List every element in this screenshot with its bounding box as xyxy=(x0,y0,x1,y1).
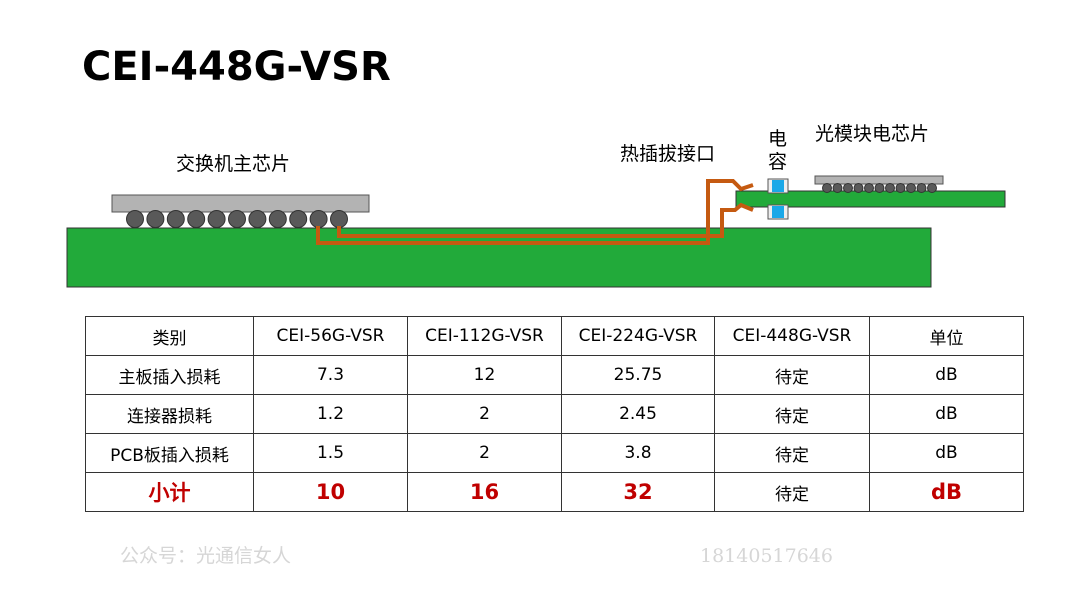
solder-ball xyxy=(885,183,895,193)
table-cell: 2 xyxy=(407,433,562,473)
switch-chip-solder-balls xyxy=(126,210,348,228)
signal-path-diagram xyxy=(66,175,1006,288)
solder-ball xyxy=(146,210,165,228)
table-cell: 2.45 xyxy=(561,394,715,434)
solder-ball xyxy=(166,210,185,228)
solder-ball xyxy=(906,183,916,193)
table-cell: 单位 xyxy=(869,316,1024,356)
solder-ball xyxy=(309,210,328,228)
table-cell: CEI-56G-VSR xyxy=(253,316,408,356)
solder-ball xyxy=(895,183,906,193)
module-chip-solder-balls xyxy=(822,183,937,193)
table-cell: 待定 xyxy=(714,433,870,473)
module-chip-label: 光模块电芯片 xyxy=(815,123,930,145)
table-cell: 25.75 xyxy=(561,355,715,395)
table-cell: 16 xyxy=(407,472,562,512)
solder-ball xyxy=(187,210,206,228)
capacitor-bottom xyxy=(767,204,789,220)
solder-ball xyxy=(853,183,864,193)
solder-ball xyxy=(207,210,226,228)
table-cell: 12 xyxy=(407,355,562,395)
solder-ball xyxy=(822,183,832,193)
switch-chip-label: 交换机主芯片 xyxy=(176,153,291,175)
solder-ball xyxy=(126,210,144,228)
solder-ball xyxy=(330,210,348,228)
table-cell: CEI-112G-VSR xyxy=(407,316,562,356)
table-cell: 待定 xyxy=(714,472,870,512)
table-cell: 3.8 xyxy=(561,433,715,473)
table-cell: 小计 xyxy=(85,472,254,512)
solder-ball xyxy=(927,183,937,193)
table-cell: dB xyxy=(869,433,1024,473)
table-cell: PCB板插入损耗 xyxy=(85,433,254,473)
table-cell: CEI-448G-VSR xyxy=(714,316,870,356)
table-cell: 类别 xyxy=(85,316,254,356)
table-cell: 1.5 xyxy=(253,433,408,473)
capacitor-label-2: 容 xyxy=(768,151,788,173)
solder-ball xyxy=(864,183,874,193)
table-cell: 7.3 xyxy=(253,355,408,395)
switch-chip xyxy=(111,194,370,213)
table-cell: 32 xyxy=(561,472,715,512)
table-cell: dB xyxy=(869,355,1024,395)
trace-inner xyxy=(337,202,754,238)
table-cell: 1.2 xyxy=(253,394,408,434)
capacitor-top xyxy=(767,178,789,194)
solder-ball xyxy=(916,183,927,193)
table-cell: 10 xyxy=(253,472,408,512)
solder-ball xyxy=(248,210,267,228)
hot-plug-interface-label: 热插拔接口 xyxy=(620,143,716,165)
table-cell: dB xyxy=(869,472,1024,512)
table-cell: 主板插入损耗 xyxy=(85,355,254,395)
solder-ball xyxy=(228,210,246,228)
module-chip xyxy=(814,175,944,185)
table-cell: 待定 xyxy=(714,394,870,434)
solder-ball xyxy=(268,210,287,228)
watermark-account: 公众号：光通信女人 xyxy=(120,545,292,567)
table-cell: CEI-224G-VSR xyxy=(561,316,715,356)
table-cell: 连接器损耗 xyxy=(85,394,254,434)
capacitor-label-1: 电 xyxy=(768,128,788,150)
table-cell: 2 xyxy=(407,394,562,434)
solder-ball xyxy=(843,183,853,193)
solder-ball xyxy=(289,210,308,228)
table-cell: dB xyxy=(869,394,1024,434)
slide-title: CEI-448G-VSR xyxy=(82,44,391,90)
solder-ball xyxy=(874,183,885,193)
solder-ball xyxy=(832,183,843,193)
watermark-phone: 18140517646 xyxy=(700,545,833,567)
trace-outer xyxy=(316,179,754,245)
table-cell: 待定 xyxy=(714,355,870,395)
